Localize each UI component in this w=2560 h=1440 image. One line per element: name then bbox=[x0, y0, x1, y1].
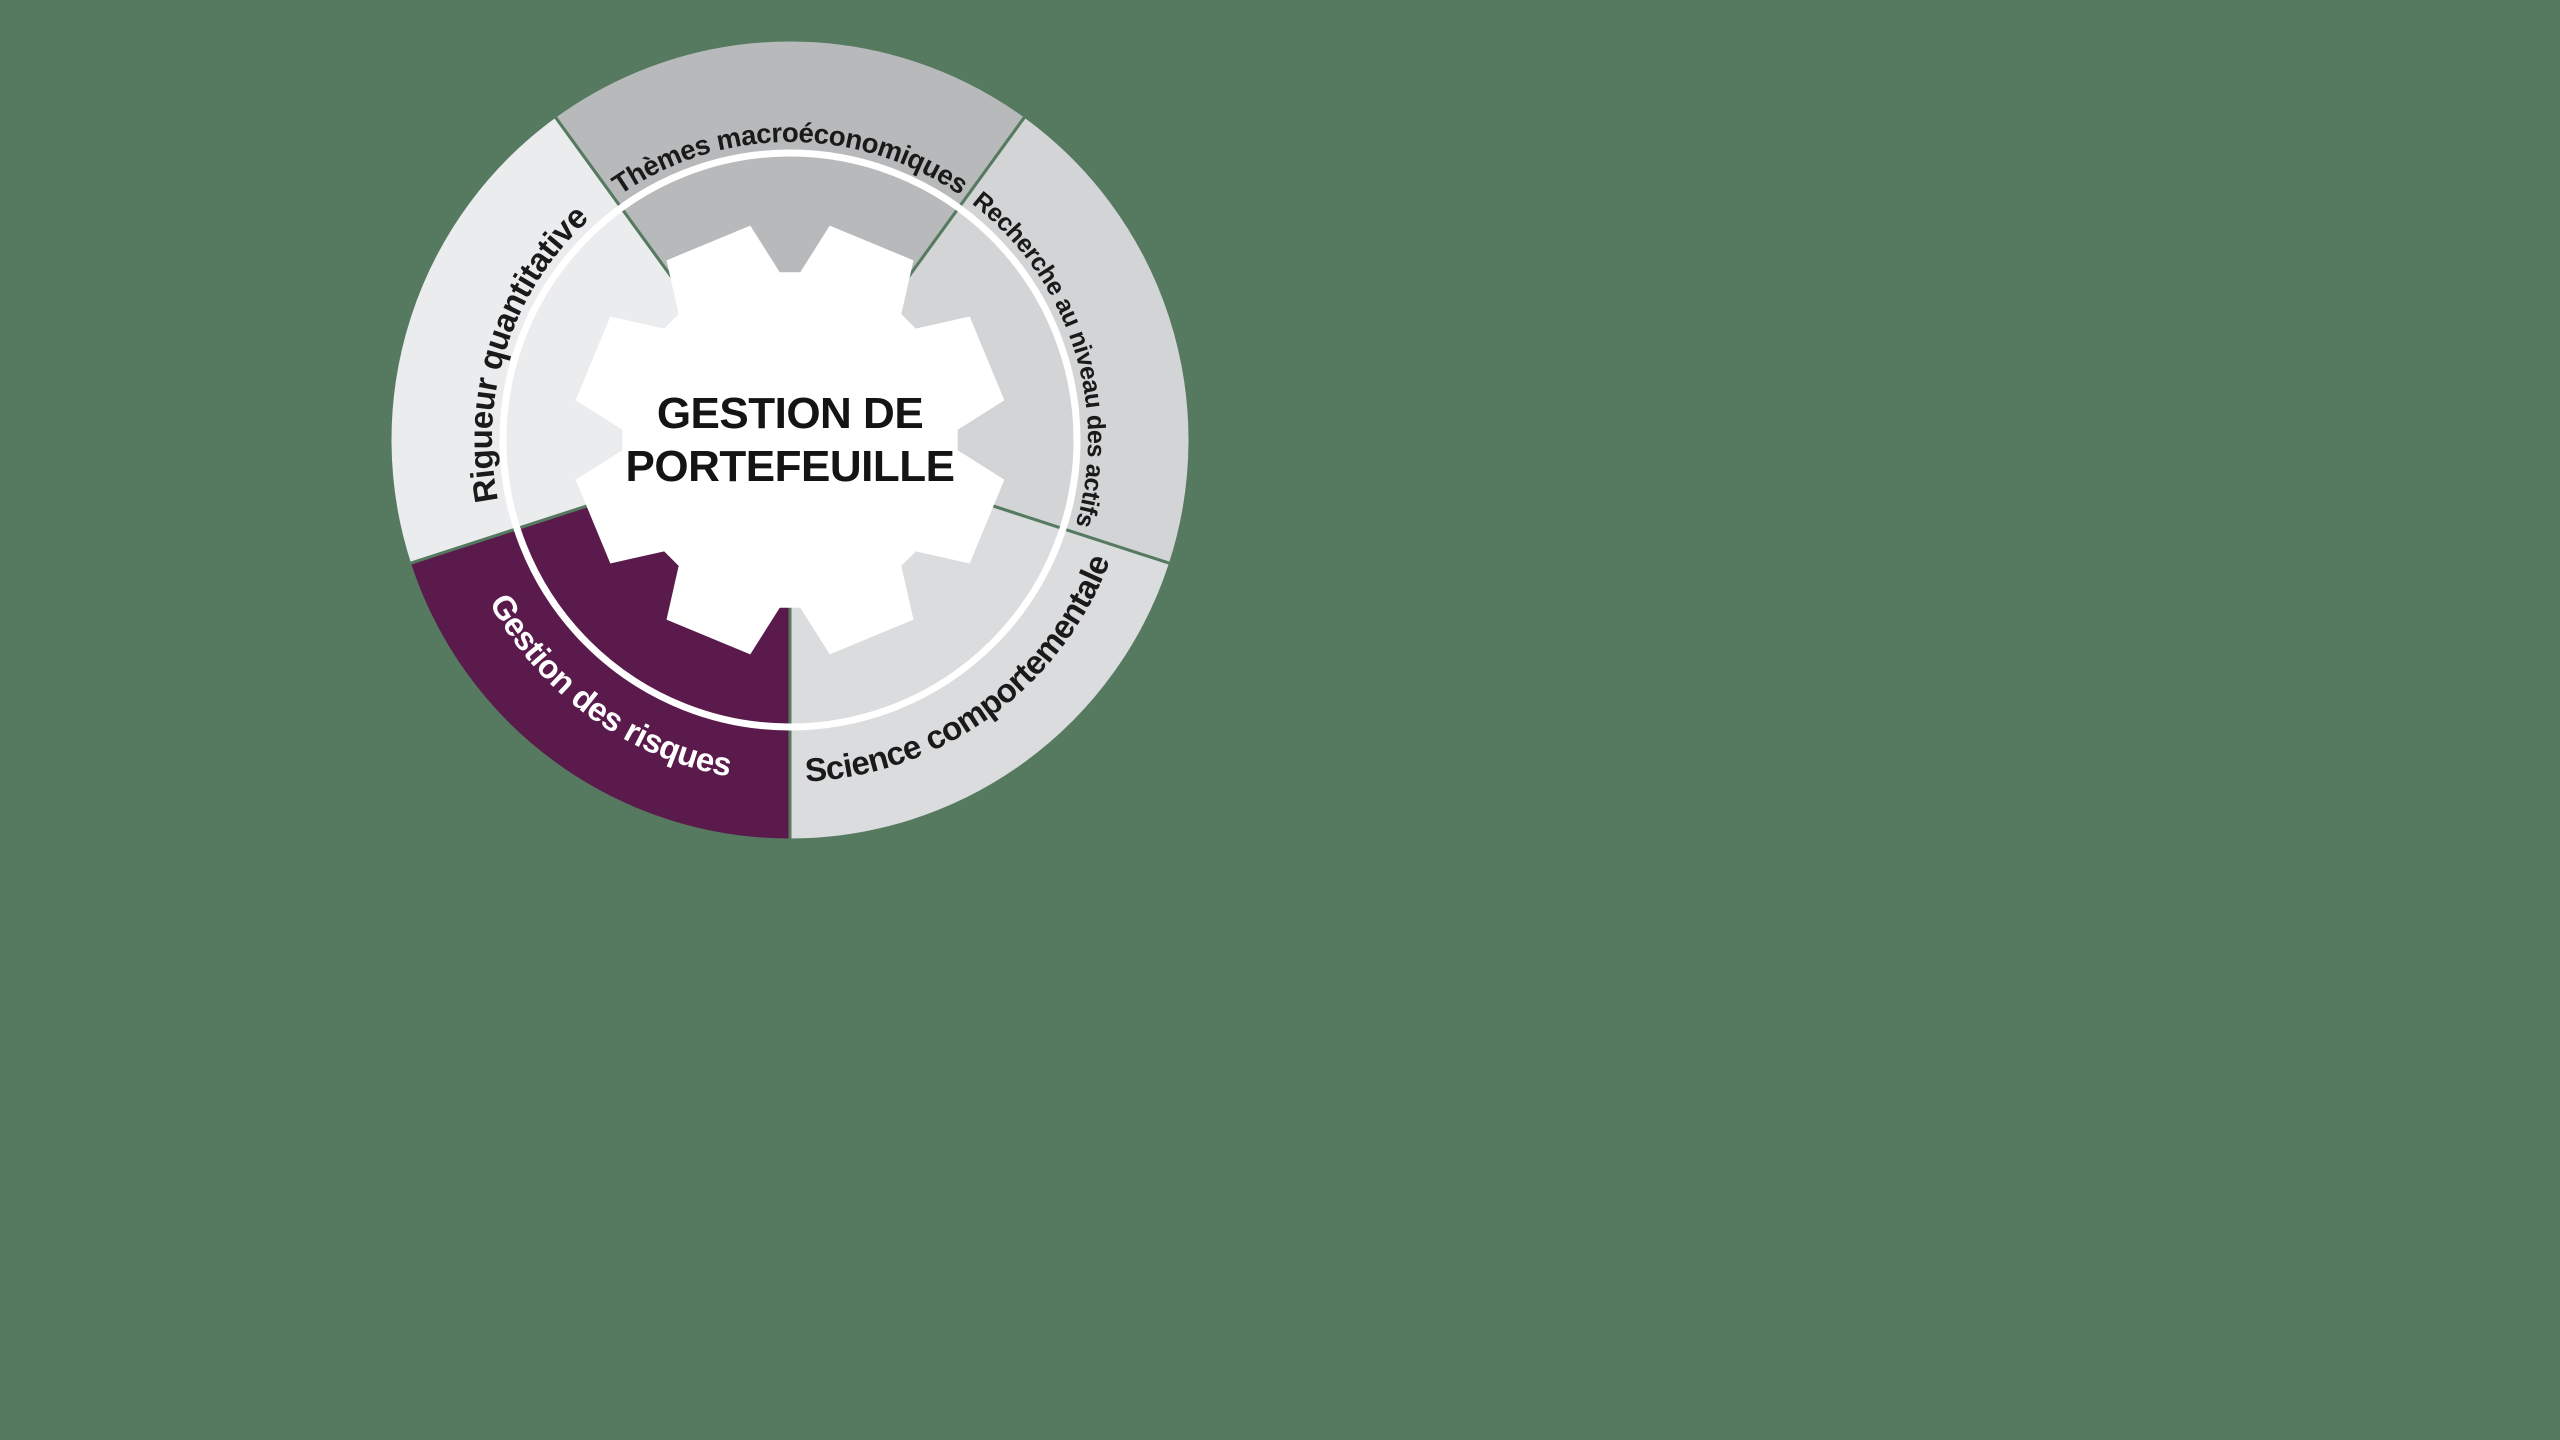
gear-icon bbox=[575, 225, 1005, 655]
wheel-title-line2: PORTEFEUILLE bbox=[626, 442, 955, 491]
inner-white-ring bbox=[499, 149, 1081, 731]
wheel-title-line1: GESTION DE bbox=[657, 389, 923, 438]
